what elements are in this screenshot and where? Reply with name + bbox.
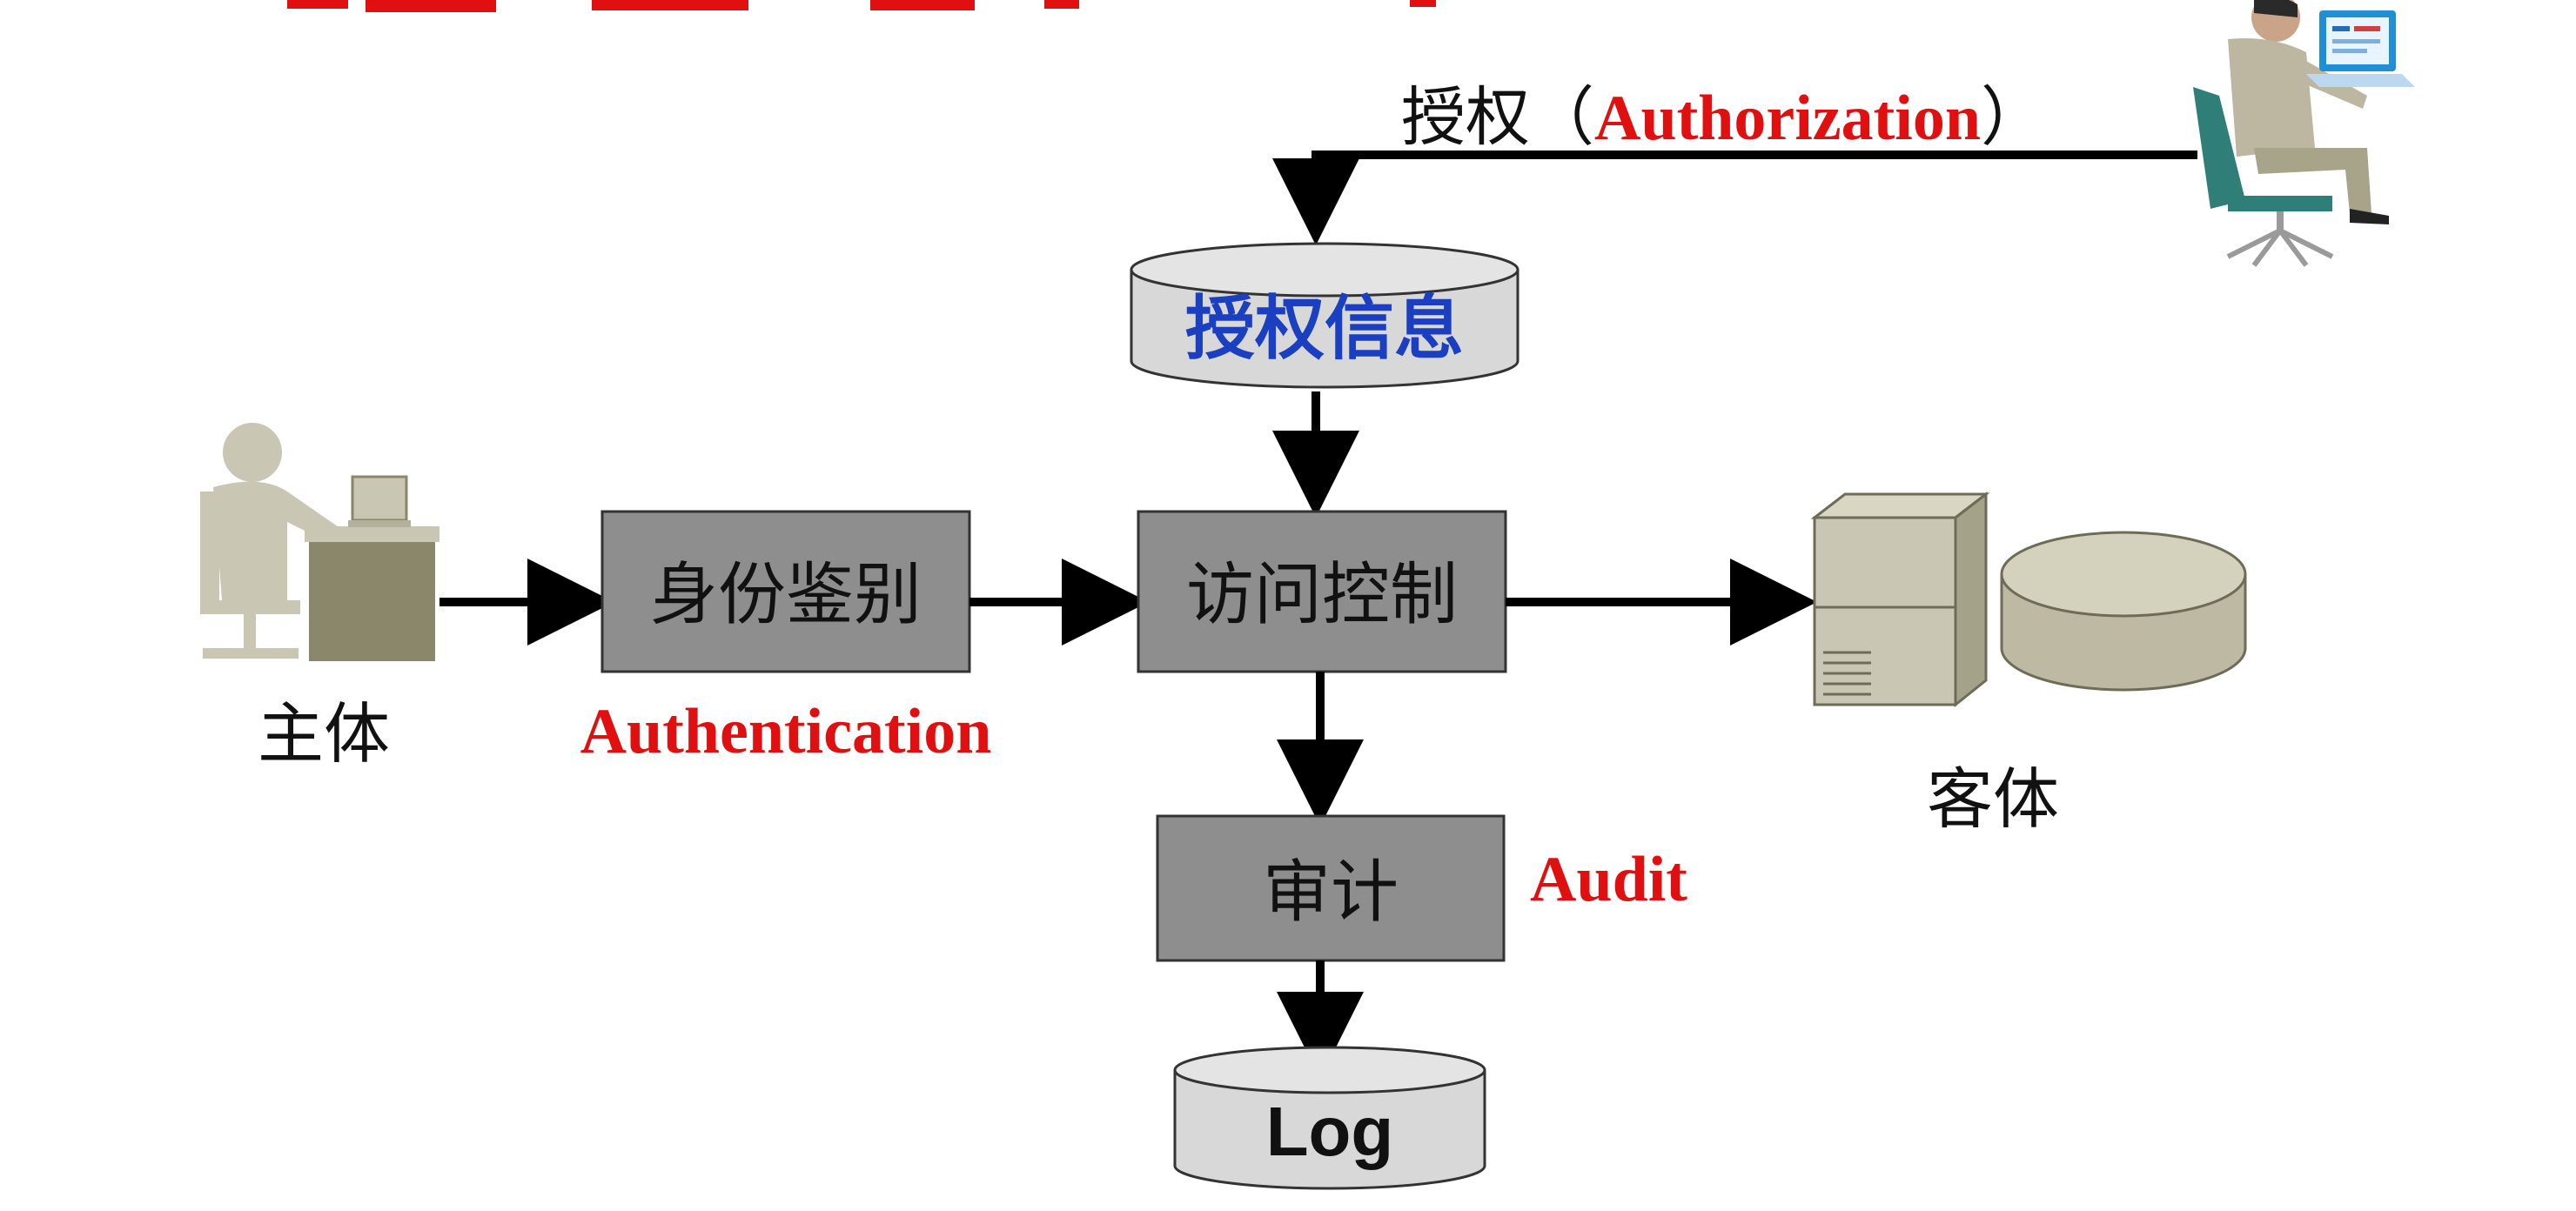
authorization-cn: 授权（ bbox=[1401, 80, 1594, 155]
authorization-arrow bbox=[1272, 151, 2197, 245]
authentication-label: Authentication bbox=[580, 696, 992, 767]
log-database-label: Log bbox=[1266, 1093, 1394, 1170]
authorization-close: ） bbox=[1981, 80, 2045, 155]
log-database: Log bbox=[1173, 1046, 1486, 1190]
access-control-label: 访问控制 bbox=[1186, 556, 1458, 634]
identity-verification-box: 身份鉴别 bbox=[600, 510, 971, 673]
authorization-info-label: 授权信息 bbox=[1185, 288, 1464, 369]
svg-text:授权（Authorization）: 授权（Authorization） bbox=[1401, 80, 2045, 155]
server-and-database-icon bbox=[1810, 491, 2247, 708]
identity-verification-label: 身份鉴别 bbox=[650, 556, 922, 634]
authorization-en: Authorization bbox=[1594, 83, 1981, 154]
subject-label: 主体 bbox=[258, 695, 390, 773]
administrator-at-laptop-icon bbox=[2193, 0, 2415, 267]
access-control-box: 访问控制 bbox=[1137, 510, 1507, 673]
authorization-info-database: 授权信息 bbox=[1130, 242, 1519, 389]
audit-box: 审计 bbox=[1156, 814, 1506, 962]
authorization-label: 授权（Authorization） bbox=[1401, 80, 2045, 155]
object-label: 客体 bbox=[1927, 760, 2059, 838]
audit-label: Audit bbox=[1530, 844, 1687, 915]
audit-box-label: 审计 bbox=[1263, 853, 1399, 932]
cropped-title-fragment bbox=[287, 0, 1436, 12]
user-at-desk-icon bbox=[200, 423, 439, 661]
